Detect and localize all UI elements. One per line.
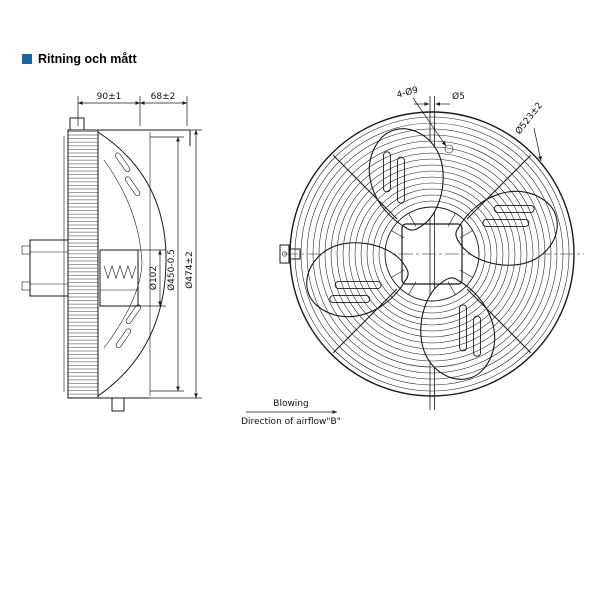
guard-grille [289,111,575,397]
hub-section [99,249,139,307]
page-title: Ritning och mått [38,52,137,66]
dim-label-474: Ø474±2 [184,251,195,289]
mounting-hole [444,144,454,154]
section-bullet-icon [22,54,32,64]
motor-flange-fins [63,117,125,412]
front-view: 4-Ø9 Ø5 Ø523±2 [279,84,584,410]
dim-label-102: Ø102 [148,266,159,290]
airflow-note: Blowing Direction of airflow"B" [241,399,341,427]
side-view: 90±1 68±2 Ø102 Ø450-0.5 Ø474±2 [21,92,202,412]
dim-label-90: 90±1 [97,92,122,102]
impeller-side-profile [97,130,167,398]
dim-label-450: Ø450-0.5 [166,249,177,291]
dim-label-68: 68±2 [151,92,176,102]
mounting-bracket [279,244,301,264]
dim-label-4x9: 4-Ø9 [395,84,419,100]
blowing-label: Blowing [273,399,308,409]
motor-housing [21,239,69,297]
dim-label-5: Ø5 [452,91,465,102]
dimension-depths: 90±1 68±2 [77,92,188,126]
dimension-diameters: Ø102 Ø450-0.5 Ø474±2 [138,129,202,399]
airflow-direction-label: Direction of airflow"B" [241,417,341,427]
dim-label-523: Ø523±2 [513,100,545,136]
section-header: Ritning och mått [22,52,137,66]
hub-front [391,213,473,295]
